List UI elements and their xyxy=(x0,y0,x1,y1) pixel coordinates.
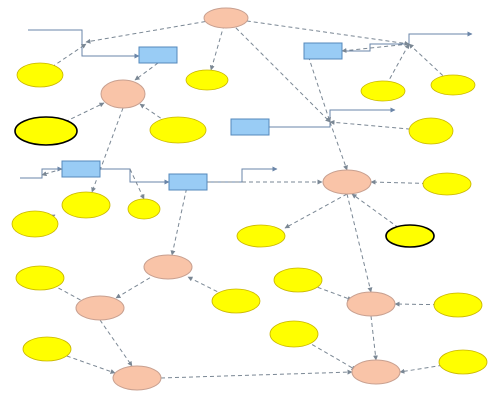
box-node-3 xyxy=(61,160,101,178)
hub-node-7 xyxy=(351,359,401,385)
edge-11 xyxy=(341,43,410,54)
leaf-node-3 xyxy=(185,69,229,91)
leaf-node-0 xyxy=(16,62,64,88)
hub-node-4 xyxy=(75,295,125,321)
hub-node-3 xyxy=(143,254,193,280)
edge-3 xyxy=(225,17,331,123)
hub-node-5 xyxy=(346,291,396,317)
wire-4 xyxy=(100,168,170,185)
edge-20 xyxy=(41,168,63,177)
edge-18 xyxy=(346,193,373,293)
hub-node-2 xyxy=(322,169,372,195)
hub-node-1 xyxy=(100,79,146,109)
leaf-node-9 xyxy=(236,224,286,248)
leaf-node-13 xyxy=(15,265,65,291)
leaf-node-6 xyxy=(408,117,454,145)
box-node-0 xyxy=(138,46,178,64)
leaf-node-15 xyxy=(273,267,323,293)
edge-34 xyxy=(160,369,353,379)
leaf-node-4 xyxy=(360,80,406,102)
edge-28 xyxy=(46,348,116,374)
leaf-node-5 xyxy=(430,74,476,96)
leaf-node-2 xyxy=(149,116,207,144)
leaf-node-19 xyxy=(438,349,488,375)
leaf-node-14 xyxy=(211,288,261,314)
hub-node-0 xyxy=(203,7,249,29)
edge-17 xyxy=(284,193,348,229)
box-node-4 xyxy=(168,173,208,191)
edge-15 xyxy=(370,179,448,185)
box-node-1 xyxy=(303,42,343,60)
edge-27 xyxy=(99,319,133,367)
box-node-2 xyxy=(230,118,270,136)
leaf-node-7 xyxy=(422,172,472,196)
leaf-node-18 xyxy=(269,320,319,348)
hub-node-6 xyxy=(112,365,162,391)
edge-16 xyxy=(351,193,411,237)
edge-0 xyxy=(85,17,227,44)
edge-21 xyxy=(129,168,145,200)
leaf-node-8 xyxy=(385,224,435,248)
wire-1 xyxy=(342,31,473,52)
leaf-node-1 xyxy=(14,116,78,146)
leaf-node-12 xyxy=(11,210,59,238)
edge-2 xyxy=(225,17,410,46)
leaf-node-16 xyxy=(433,292,483,318)
edge-4 xyxy=(134,62,159,81)
node-layer xyxy=(11,7,488,391)
edge-32 xyxy=(293,333,357,371)
leaf-node-11 xyxy=(127,198,161,220)
wire-3 xyxy=(20,166,63,179)
leaf-node-10 xyxy=(61,191,111,219)
leaf-node-17 xyxy=(22,336,72,362)
edge-8 xyxy=(91,107,124,193)
edge-31 xyxy=(370,315,378,361)
wire-0 xyxy=(28,29,140,59)
wire-5 xyxy=(207,166,278,183)
edge-12 xyxy=(329,121,348,171)
edge-23 xyxy=(170,181,189,256)
